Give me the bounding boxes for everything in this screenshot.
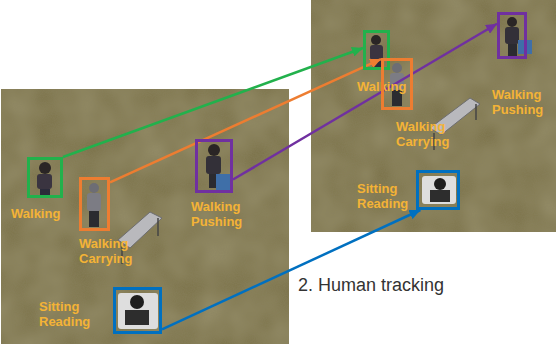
tracking-arrow (162, 210, 420, 329)
action-label: Reading (39, 314, 90, 329)
action-label: Carrying (79, 251, 132, 266)
action-label-group: SittingReading (357, 181, 408, 211)
action-label-group: Walking (11, 206, 60, 221)
tracking-box: WalkingCarrying (79, 177, 110, 231)
caption-label: 2. Human tracking (298, 274, 444, 296)
action-label: Sitting (357, 181, 408, 196)
tracking-box: SittingReading (113, 287, 162, 334)
action-label: Walking (492, 87, 543, 102)
action-label: Sitting (39, 299, 90, 314)
action-label-group: WalkingPushing (191, 199, 242, 229)
action-label: Pushing (191, 214, 242, 229)
action-label-group: WalkingCarrying (396, 119, 449, 149)
tracking-box: Walking (363, 30, 390, 70)
action-label: Walking (11, 206, 60, 221)
tracking-box: SittingReading (416, 170, 460, 210)
action-label: Walking (191, 199, 242, 214)
tracking-box: WalkingPushing (497, 12, 527, 59)
action-label: Pushing (492, 102, 543, 117)
action-label-group: WalkingCarrying (79, 236, 132, 266)
action-label-group: SittingReading (39, 299, 90, 329)
tracking-arrow (233, 24, 497, 180)
photo-frame-later (311, 0, 556, 232)
action-label: Carrying (396, 134, 449, 149)
tracking-box: Walking (27, 157, 63, 198)
action-label: Walking (396, 119, 449, 134)
action-label: Reading (357, 196, 408, 211)
tracking-arrow (110, 59, 381, 182)
action-label: Walking (79, 236, 132, 251)
action-label-group: WalkingPushing (492, 87, 543, 117)
tracking-box: WalkingCarrying (381, 58, 413, 110)
tracking-box: WalkingPushing (195, 139, 233, 193)
